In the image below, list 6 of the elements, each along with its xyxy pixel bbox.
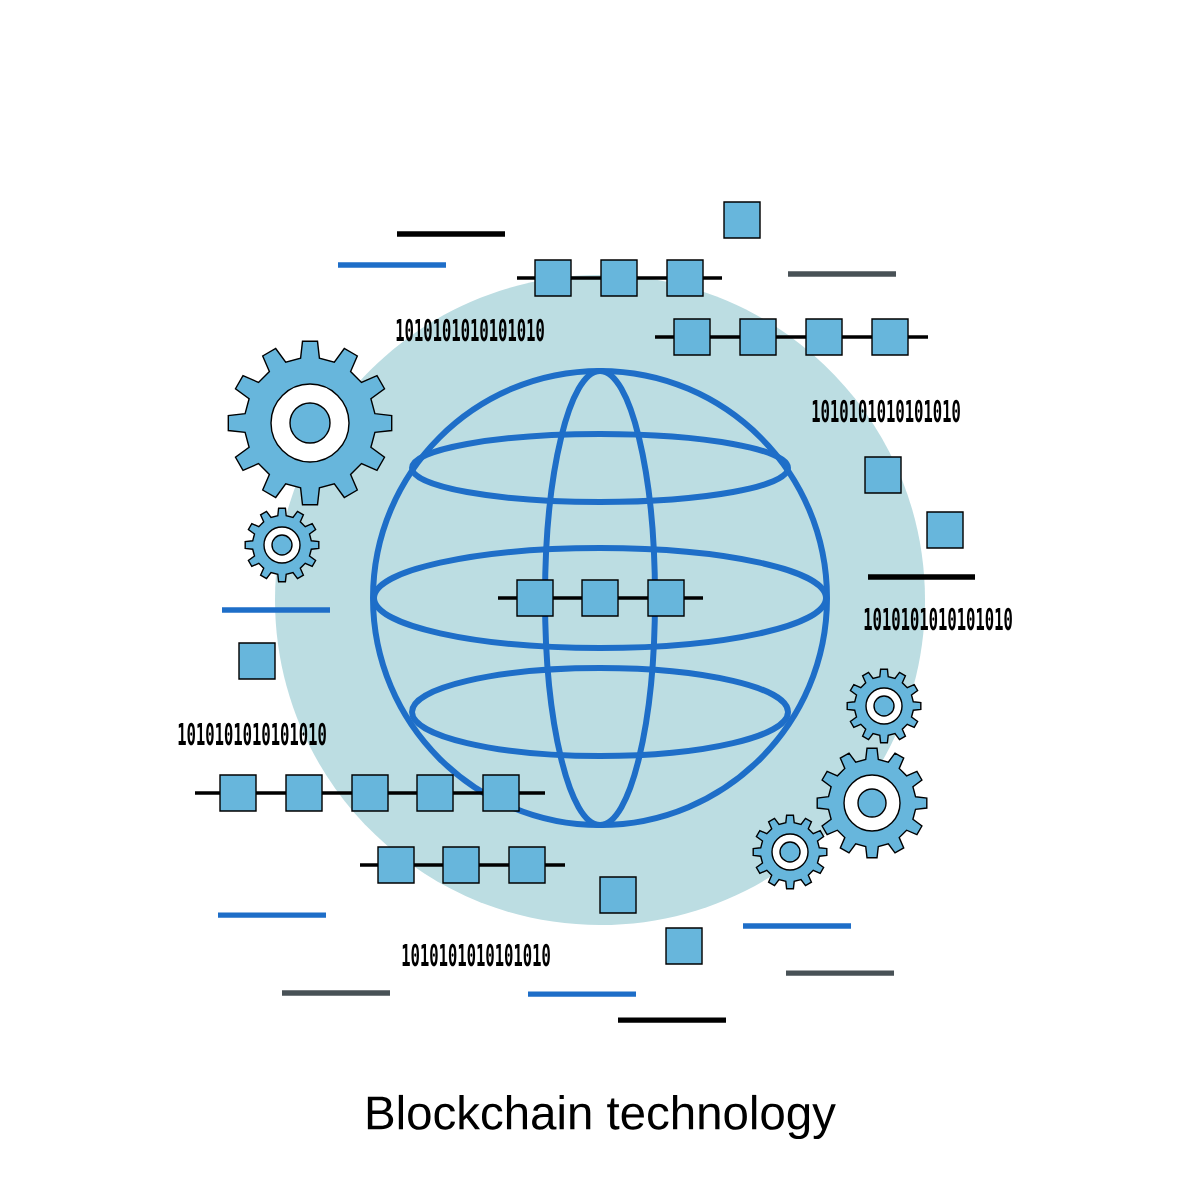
binary-code: 1010101010101010 bbox=[812, 399, 960, 423]
binary-code: 1010101010101010 bbox=[396, 318, 544, 342]
caption: Blockchain technology bbox=[367, 1094, 836, 1140]
binary-code: 1010101010101010 bbox=[402, 943, 550, 967]
binary-code: 1010101010101010 bbox=[178, 722, 326, 746]
binary-code: 1010101010101010 bbox=[864, 607, 1012, 631]
